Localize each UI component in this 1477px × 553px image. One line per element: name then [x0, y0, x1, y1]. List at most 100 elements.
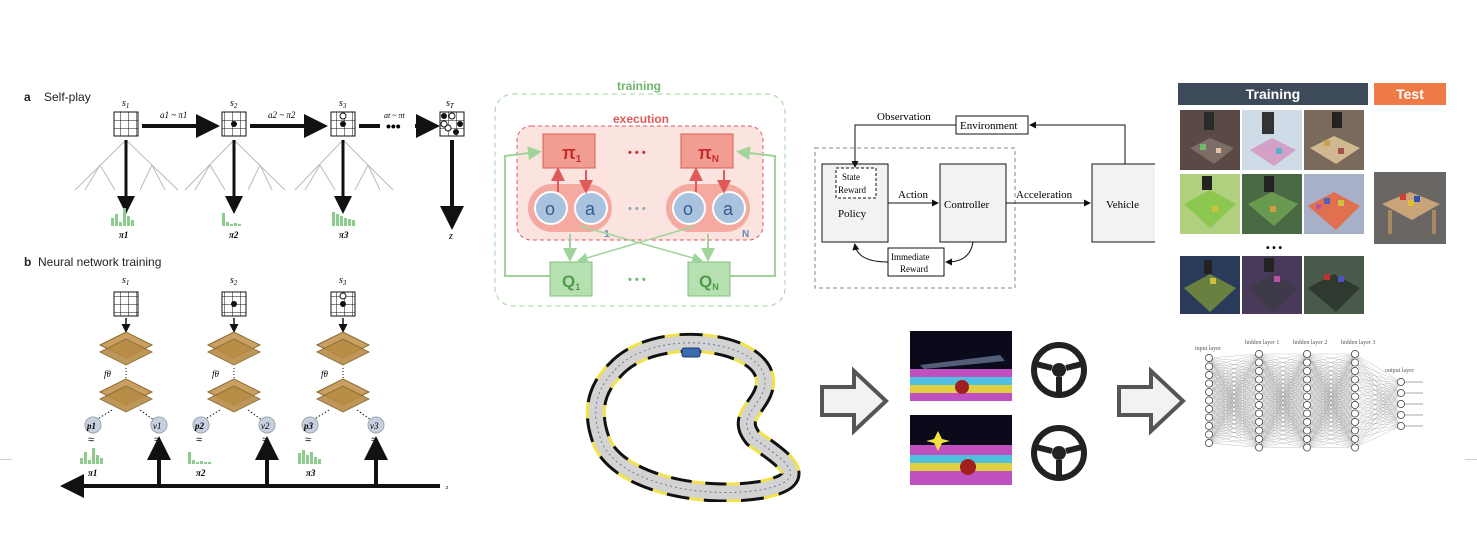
target-policy-1: [80, 448, 103, 464]
nn-node: [1303, 435, 1311, 443]
nn-node: [1303, 350, 1311, 358]
nn-node: [1255, 384, 1263, 392]
nn-node: [1351, 392, 1359, 401]
execution-label: execution: [613, 112, 669, 126]
nn-node: [1255, 401, 1263, 409]
nn-node: [1351, 409, 1359, 418]
panel-a-title: Self-play: [44, 90, 91, 104]
rl-control-loop: Environment Observation State Reward Pol…: [814, 111, 1155, 289]
separator-right: [1465, 459, 1477, 460]
training-boundary: [494, 93, 786, 307]
nn-node: [1351, 358, 1359, 367]
policy-label-pi-1: π1: [562, 143, 582, 165]
agent-dots: • • •: [628, 203, 646, 215]
policy-box-1: [542, 133, 596, 169]
test-scene: [1374, 172, 1446, 244]
training-header-label: Training: [1178, 83, 1368, 105]
net-label-2: fθ: [212, 369, 220, 379]
v-label-1: v1: [153, 421, 162, 431]
nn-board-2: [221, 291, 247, 317]
go-board-s1: [113, 111, 139, 137]
q-label-n: QN: [699, 272, 719, 292]
immediate-label: Immediate: [891, 252, 929, 262]
outcome-label-a: z: [448, 231, 453, 242]
v-node-2: [258, 416, 276, 434]
training-scene-2: [1242, 110, 1302, 170]
hidden-layer-1-label: hidden layer 1: [1245, 340, 1280, 346]
nn-node: [1351, 435, 1359, 443]
action-label-2: a2 ~ π2: [268, 110, 296, 120]
approx-1: ≈: [88, 434, 94, 446]
policy-label-3: π3: [339, 230, 349, 240]
nn-node: [1205, 413, 1213, 422]
q-label-1: Q1: [562, 272, 580, 292]
v-label-2: v2: [261, 421, 270, 431]
nn-node: [1255, 426, 1263, 435]
steering-wheel-icon-1: [1031, 342, 1087, 398]
nn-node: [1303, 418, 1311, 426]
nn-node: [1255, 358, 1263, 367]
nn-node: [1303, 409, 1311, 418]
network-stack-2: [206, 331, 262, 413]
nn-node: [1205, 371, 1213, 379]
separator-left: [0, 459, 12, 460]
target-pi-2: π2: [196, 468, 206, 478]
steering-wheel-icon-2: [1031, 425, 1087, 481]
nn-node: [1397, 389, 1405, 397]
reward-label: Reward: [838, 185, 866, 195]
nn-node: [1205, 405, 1213, 413]
immediate-reward-label: Reward: [900, 264, 928, 274]
p-node-2: [192, 416, 210, 434]
nn-node: [1255, 350, 1263, 358]
nn-node: [1255, 392, 1263, 401]
observation-label: Observation: [877, 111, 931, 123]
neural-network: input layer hidden layer 1 hidden layer …: [1195, 338, 1445, 458]
network-stack-1: [98, 331, 154, 413]
nn-node: [1303, 384, 1311, 392]
network-graph: [1205, 350, 1423, 452]
steering-wheels: [1031, 342, 1087, 481]
p-label-2: p2: [194, 421, 205, 431]
nn-node: [1397, 378, 1405, 386]
nn-node: [1397, 411, 1405, 419]
policy-histogram-1: [111, 208, 134, 226]
training-scene-7: [1180, 256, 1240, 314]
p-node-3: [301, 416, 319, 434]
agent-index-1: 1: [604, 229, 610, 240]
nn-node: [1303, 367, 1311, 375]
nn-node: [1255, 418, 1263, 426]
nn-node: [1303, 426, 1311, 435]
nn-node: [1351, 401, 1359, 409]
net-label-1: fθ: [104, 369, 112, 379]
target-policy-3: [298, 450, 321, 464]
v-label-3: v3: [370, 421, 379, 431]
policy-label-2: π2: [229, 230, 239, 240]
vehicle-box: [1091, 163, 1155, 243]
approx-5: ≈: [305, 434, 311, 446]
nn-node: [1303, 401, 1311, 409]
nn-node: [1303, 358, 1311, 367]
nn-node: [1205, 388, 1213, 396]
training-scene-6: [1304, 174, 1364, 234]
input-layer-label: input layer: [1195, 346, 1221, 352]
nn-node: [1255, 367, 1263, 375]
nn-node: [1205, 379, 1213, 388]
nn-state-label-3: s3: [339, 275, 347, 287]
maddpg-diagram: training execution π1 o a 1 πN o a N • •…: [494, 79, 786, 307]
training-scene-1: [1180, 110, 1240, 170]
controller-box: [939, 163, 1007, 243]
action-label-1: a: [585, 199, 596, 219]
nn-node: [1397, 400, 1405, 408]
nn-node: [1255, 375, 1263, 384]
q-dots: • • •: [628, 274, 646, 286]
p-node-1: [84, 416, 102, 434]
nn-state-label-1: s1: [122, 275, 129, 287]
search-tree-2: [184, 139, 286, 191]
obs-circle-n: [672, 191, 706, 225]
state-label: State: [842, 172, 860, 182]
nn-node: [1303, 392, 1311, 401]
go-board-s3: [330, 111, 356, 137]
test-header: Test: [1374, 83, 1446, 105]
nn-node: [1351, 426, 1359, 435]
svg-text:•••: •••: [386, 118, 401, 134]
